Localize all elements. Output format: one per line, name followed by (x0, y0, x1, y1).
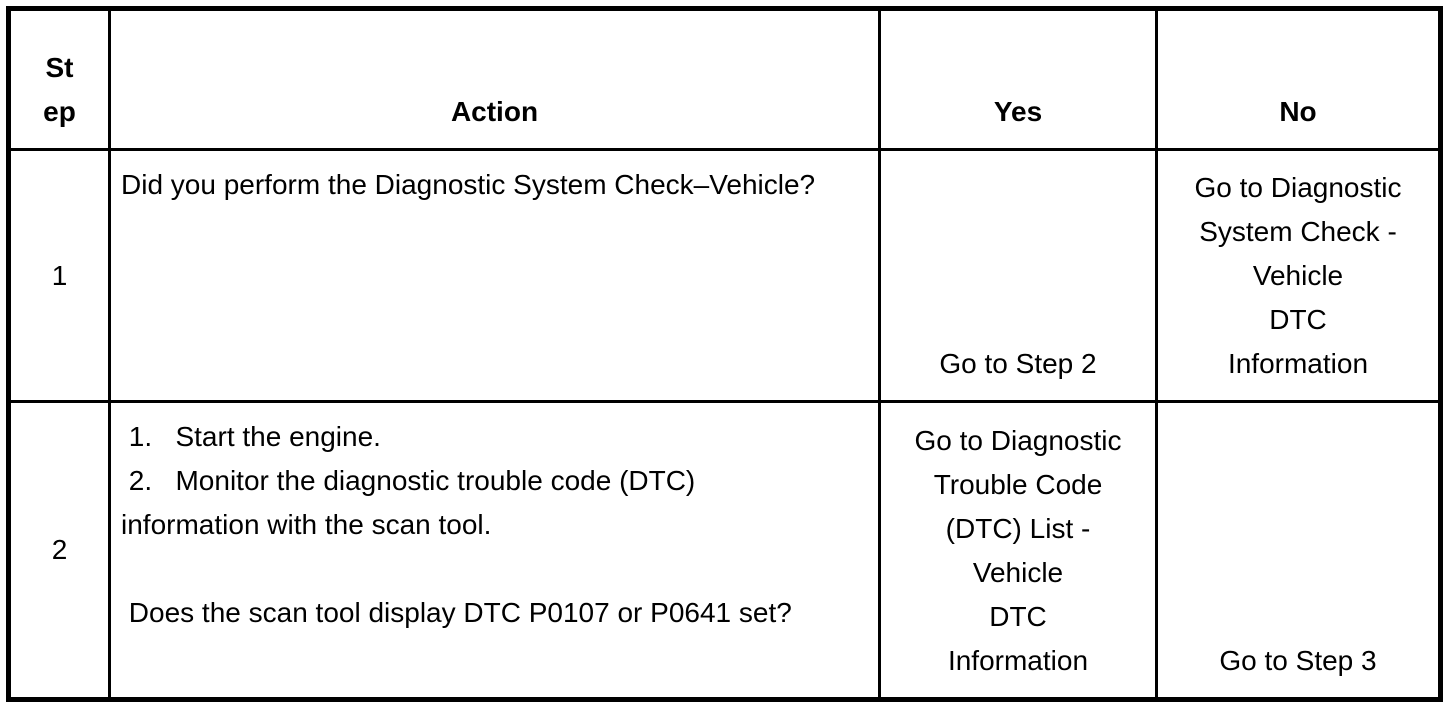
row2-step-number: 2 (51, 534, 68, 565)
row1-yes-cell: Go to Step 2 (881, 151, 1158, 403)
row2-no-cell: Go to Step 3 (1158, 403, 1438, 697)
row1-action-text: Did you perform the Diagnostic System Ch… (121, 169, 816, 200)
header-cell-action: Action (111, 11, 881, 151)
row1-step-number: 1 (51, 259, 68, 291)
row2-yes-cell: Go to Diagnostic Trouble Code (DTC) List… (881, 403, 1158, 697)
row2-no-text: Go to Step 3 (1219, 645, 1377, 676)
header-label-action: Action (450, 96, 539, 127)
row1-step-cell: 1 (11, 151, 111, 403)
row2-step-cell: 2 (11, 403, 111, 697)
table-grid: St ep Action Yes No 1 Did you perform th… (11, 11, 1438, 697)
row1-action-cell: Did you perform the Diagnostic System Ch… (111, 151, 881, 403)
header-label-step: St ep (43, 52, 76, 127)
row1-yes-text: Go to Step 2 (939, 348, 1097, 379)
row2-yes-text: Go to Diagnostic Trouble Code (DTC) List… (914, 425, 1122, 676)
header-cell-step: St ep (11, 11, 111, 151)
diagnostic-step-table: St ep Action Yes No 1 Did you perform th… (6, 6, 1443, 702)
header-label-yes: Yes (993, 96, 1043, 127)
row1-no-cell: Go to Diagnostic System Check - Vehicle … (1158, 151, 1438, 403)
row2-action-text: 1. Start the engine. 2. Monitor the diag… (121, 421, 792, 628)
header-cell-no: No (1158, 11, 1438, 151)
row2-action-cell: 1. Start the engine. 2. Monitor the diag… (111, 403, 881, 697)
header-label-no: No (1279, 96, 1317, 127)
header-cell-yes: Yes (881, 11, 1158, 151)
row1-no-text: Go to Diagnostic System Check - Vehicle … (1194, 172, 1402, 379)
